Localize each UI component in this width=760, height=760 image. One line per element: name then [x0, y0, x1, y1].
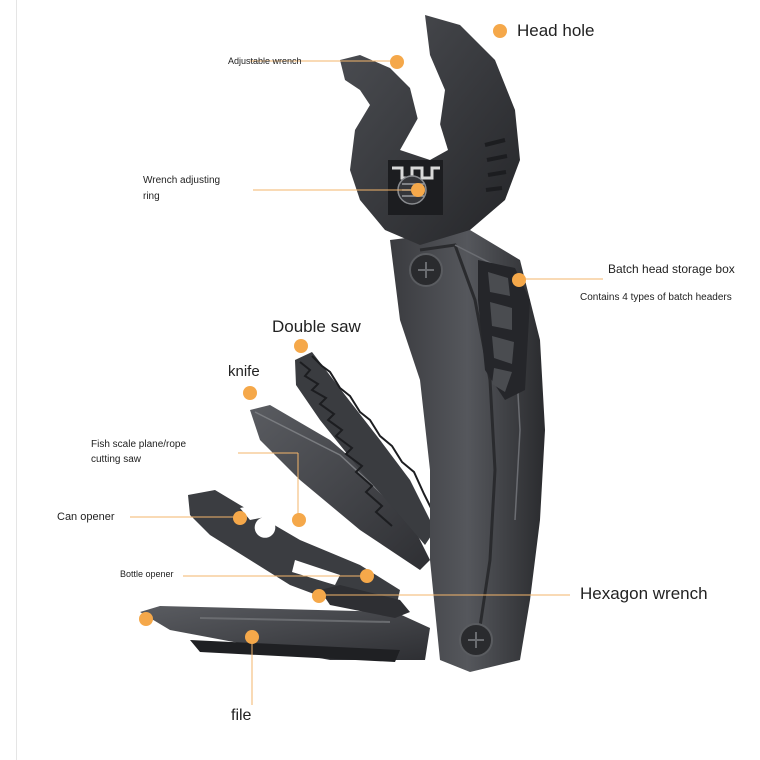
label-head-hole: Head hole — [517, 21, 595, 40]
label-double-saw: Double saw — [272, 317, 361, 336]
label-batch-head-storage-box: Batch head storage box — [608, 262, 735, 276]
label-bottle-opener: Bottle opener — [120, 569, 174, 579]
label-can-opener: Can opener — [57, 511, 115, 523]
hexagon-wrench-tool — [320, 585, 410, 618]
label-knife: knife — [228, 363, 260, 380]
label-hexagon-wrench: Hexagon wrench — [580, 584, 708, 603]
label-batch-headers-note: Contains 4 types of batch headers — [580, 292, 732, 303]
label-adjustable-wrench: Adjustable wrench — [228, 56, 302, 66]
knife-blade — [250, 405, 430, 570]
file-tool — [140, 606, 430, 660]
label-file: file — [231, 707, 252, 724]
batch-head-storage-box — [478, 260, 530, 400]
leader-lines — [130, 60, 603, 705]
label-fish-scale-line1: Fish scale plane/rope — [91, 439, 187, 450]
label-wrench-adjusting-ring-line1: Wrench adjusting — [143, 175, 221, 186]
label-fish-scale-line2: cutting saw — [91, 454, 142, 465]
callout-dots — [139, 24, 526, 644]
label-wrench-adjusting-ring-line2: ring — [143, 191, 160, 202]
left-border — [16, 0, 17, 760]
double-saw-blade — [295, 352, 435, 545]
